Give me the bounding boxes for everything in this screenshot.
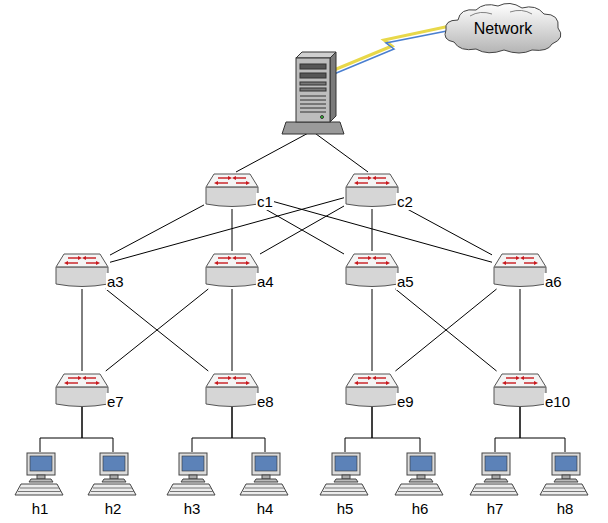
server-uplinks	[236, 131, 368, 172]
switch-icon: a4	[204, 251, 260, 289]
network-link	[260, 206, 344, 254]
network-cloud: Network	[440, 2, 566, 54]
host-name: h6	[393, 500, 447, 517]
switch-symbol	[344, 251, 400, 289]
network-link	[110, 205, 204, 255]
switch-symbol	[492, 251, 548, 289]
network-link	[395, 289, 496, 371]
switch-symbol	[54, 371, 110, 409]
switch-name: a3	[106, 273, 125, 290]
network-link	[232, 209, 233, 251]
computer-icon	[318, 452, 372, 496]
switch-icon: a5	[344, 251, 400, 289]
switch-name: e9	[396, 393, 415, 410]
switch-symbol	[204, 171, 260, 209]
switch-icon: a6	[492, 251, 548, 289]
host-computer: h7	[468, 452, 522, 496]
switch-name: a5	[396, 273, 415, 290]
network-link	[495, 407, 520, 452]
switch-name: e10	[544, 393, 571, 410]
switch-symbol	[54, 251, 110, 289]
network-link	[345, 407, 372, 452]
network-link	[372, 209, 373, 251]
wireless-link	[334, 26, 452, 74]
switch-icon: c2	[344, 171, 400, 209]
network-link	[106, 289, 209, 371]
computer-icon	[13, 452, 67, 496]
host-name: h2	[86, 500, 140, 517]
computer-icon	[238, 452, 292, 496]
switch-name: e7	[106, 393, 125, 410]
host-computer: h8	[538, 452, 592, 496]
switch-symbol	[344, 171, 400, 209]
switch-symbol	[204, 371, 260, 409]
computer-icon	[468, 452, 522, 496]
computer-icon	[165, 452, 219, 496]
host-computer: h2	[86, 452, 140, 496]
host-name: h5	[318, 500, 372, 517]
host-computer: h1	[13, 452, 67, 496]
switch-icon: c1	[204, 171, 260, 209]
switch-icon: e8	[204, 371, 260, 409]
switch-symbol	[204, 251, 260, 289]
host-computer: h5	[318, 452, 372, 496]
network-link	[106, 289, 209, 371]
switch-icon: e9	[344, 371, 400, 409]
network-link	[82, 407, 113, 452]
host-computer: h4	[238, 452, 292, 496]
host-computer: h3	[165, 452, 219, 496]
host-name: h7	[468, 500, 522, 517]
host-name: h1	[13, 500, 67, 517]
network-link	[260, 198, 492, 262]
server-tower	[282, 52, 344, 134]
host-name: h4	[238, 500, 292, 517]
network-link	[372, 407, 420, 452]
network-link	[232, 289, 233, 371]
network-link	[260, 206, 344, 254]
computer-icon	[393, 452, 447, 496]
computer-icon	[86, 452, 140, 496]
switch-symbol	[344, 371, 400, 409]
network-link	[395, 289, 496, 371]
host-computer: h6	[393, 452, 447, 496]
host-name: h8	[538, 500, 592, 517]
network-link	[520, 407, 565, 452]
switch-icon: e10	[492, 371, 548, 409]
network-link	[520, 289, 521, 371]
computer-icon	[538, 452, 592, 496]
switch-icon: e7	[54, 371, 110, 409]
switch-name: a6	[544, 273, 563, 290]
switch-name: e8	[256, 393, 275, 410]
switch-symbol	[492, 371, 548, 409]
host-name: h3	[165, 500, 219, 517]
switch-name: c2	[396, 193, 414, 210]
network-link	[372, 289, 373, 371]
network-link	[192, 407, 232, 452]
network-link	[110, 198, 344, 263]
network-link	[232, 407, 265, 452]
network-link	[82, 289, 83, 371]
network-link	[40, 407, 82, 452]
switch-icon: a3	[54, 251, 110, 289]
switch-name: a4	[256, 273, 275, 290]
cloud-label: Network	[440, 20, 566, 37]
network-link	[400, 205, 492, 255]
switch-name: c1	[256, 193, 274, 210]
